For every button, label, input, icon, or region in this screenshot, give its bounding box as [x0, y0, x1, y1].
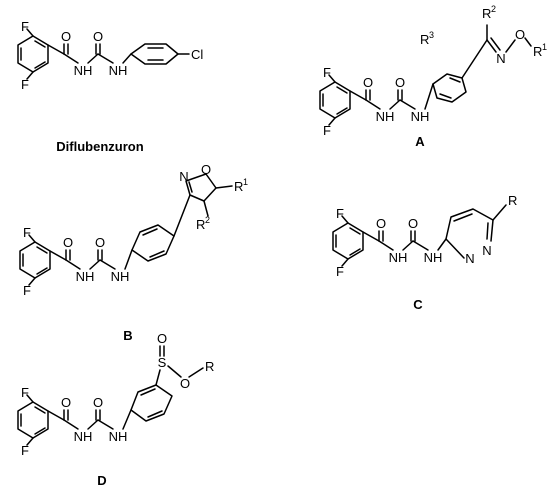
atom-o: O — [408, 216, 418, 231]
atom-nh: NH — [76, 269, 95, 284]
structure-d: F F O O NH NH S O O R — [17, 331, 214, 458]
atom-r2: R — [482, 6, 491, 21]
atom-o: O — [95, 235, 105, 250]
atom-cl: Cl — [191, 47, 203, 62]
structure-diflubenzuron: F F O O NH NH Cl — [17, 19, 203, 92]
atom-nh: NH — [109, 63, 128, 78]
atom-o: O — [61, 29, 71, 44]
structure-a: F F O O NH NH R 3 R 2 N O R 1 — [319, 4, 547, 138]
caption-a: A — [415, 134, 425, 149]
structure-b: F F O O NH NH N O R 1 R 2 — [19, 162, 248, 298]
atom-nh: NH — [74, 429, 93, 444]
atom-r3: R — [420, 32, 429, 47]
atom-o: O — [180, 376, 190, 391]
atom-nh: NH — [74, 63, 93, 78]
atom-o: O — [61, 395, 71, 410]
atom-o: O — [376, 216, 386, 231]
atom-f: F — [336, 206, 344, 221]
atom-r1: R — [234, 179, 243, 194]
atom-o: O — [93, 29, 103, 44]
atom-n: N — [482, 243, 491, 258]
caption-d: D — [97, 473, 106, 488]
atom-s: S — [158, 355, 167, 370]
atom-r: R — [508, 193, 517, 208]
atom-n: N — [496, 51, 505, 66]
atom-f: F — [21, 77, 29, 92]
atom-r1-index: 1 — [243, 177, 248, 187]
atom-o: O — [201, 162, 211, 177]
atom-r1: R — [533, 44, 542, 59]
atom-o: O — [363, 75, 373, 90]
atom-n: N — [465, 251, 474, 266]
atom-o: O — [93, 395, 103, 410]
atom-r: R — [205, 359, 214, 374]
structure-c: F F O O NH NH N N R — [332, 193, 517, 279]
atom-o: O — [157, 331, 167, 346]
atom-o: O — [515, 27, 525, 42]
atom-r2: R — [196, 217, 205, 232]
caption-c: C — [413, 297, 423, 312]
atom-nh: NH — [411, 109, 430, 124]
atom-f: F — [21, 19, 29, 34]
atom-nh: NH — [389, 250, 408, 265]
atom-f: F — [21, 443, 29, 458]
atom-f: F — [23, 225, 31, 240]
atom-nh: NH — [109, 429, 128, 444]
atom-r2-index: 2 — [491, 4, 496, 14]
atom-f: F — [323, 65, 331, 80]
atom-r3-index: 3 — [429, 30, 434, 40]
caption-b: B — [123, 328, 132, 343]
atom-nh: NH — [424, 250, 443, 265]
atom-o: O — [395, 75, 405, 90]
atom-nh: NH — [111, 269, 130, 284]
atom-r1-index: 1 — [542, 42, 547, 52]
atom-r2-index: 2 — [205, 215, 210, 225]
atom-f: F — [323, 123, 331, 138]
atom-f: F — [336, 264, 344, 279]
caption-diflubenzuron: Diflubenzuron — [56, 139, 143, 154]
atom-o: O — [63, 235, 73, 250]
atom-f: F — [23, 283, 31, 298]
atom-nh: NH — [376, 109, 395, 124]
atom-f: F — [21, 385, 29, 400]
atom-n: N — [179, 169, 188, 184]
